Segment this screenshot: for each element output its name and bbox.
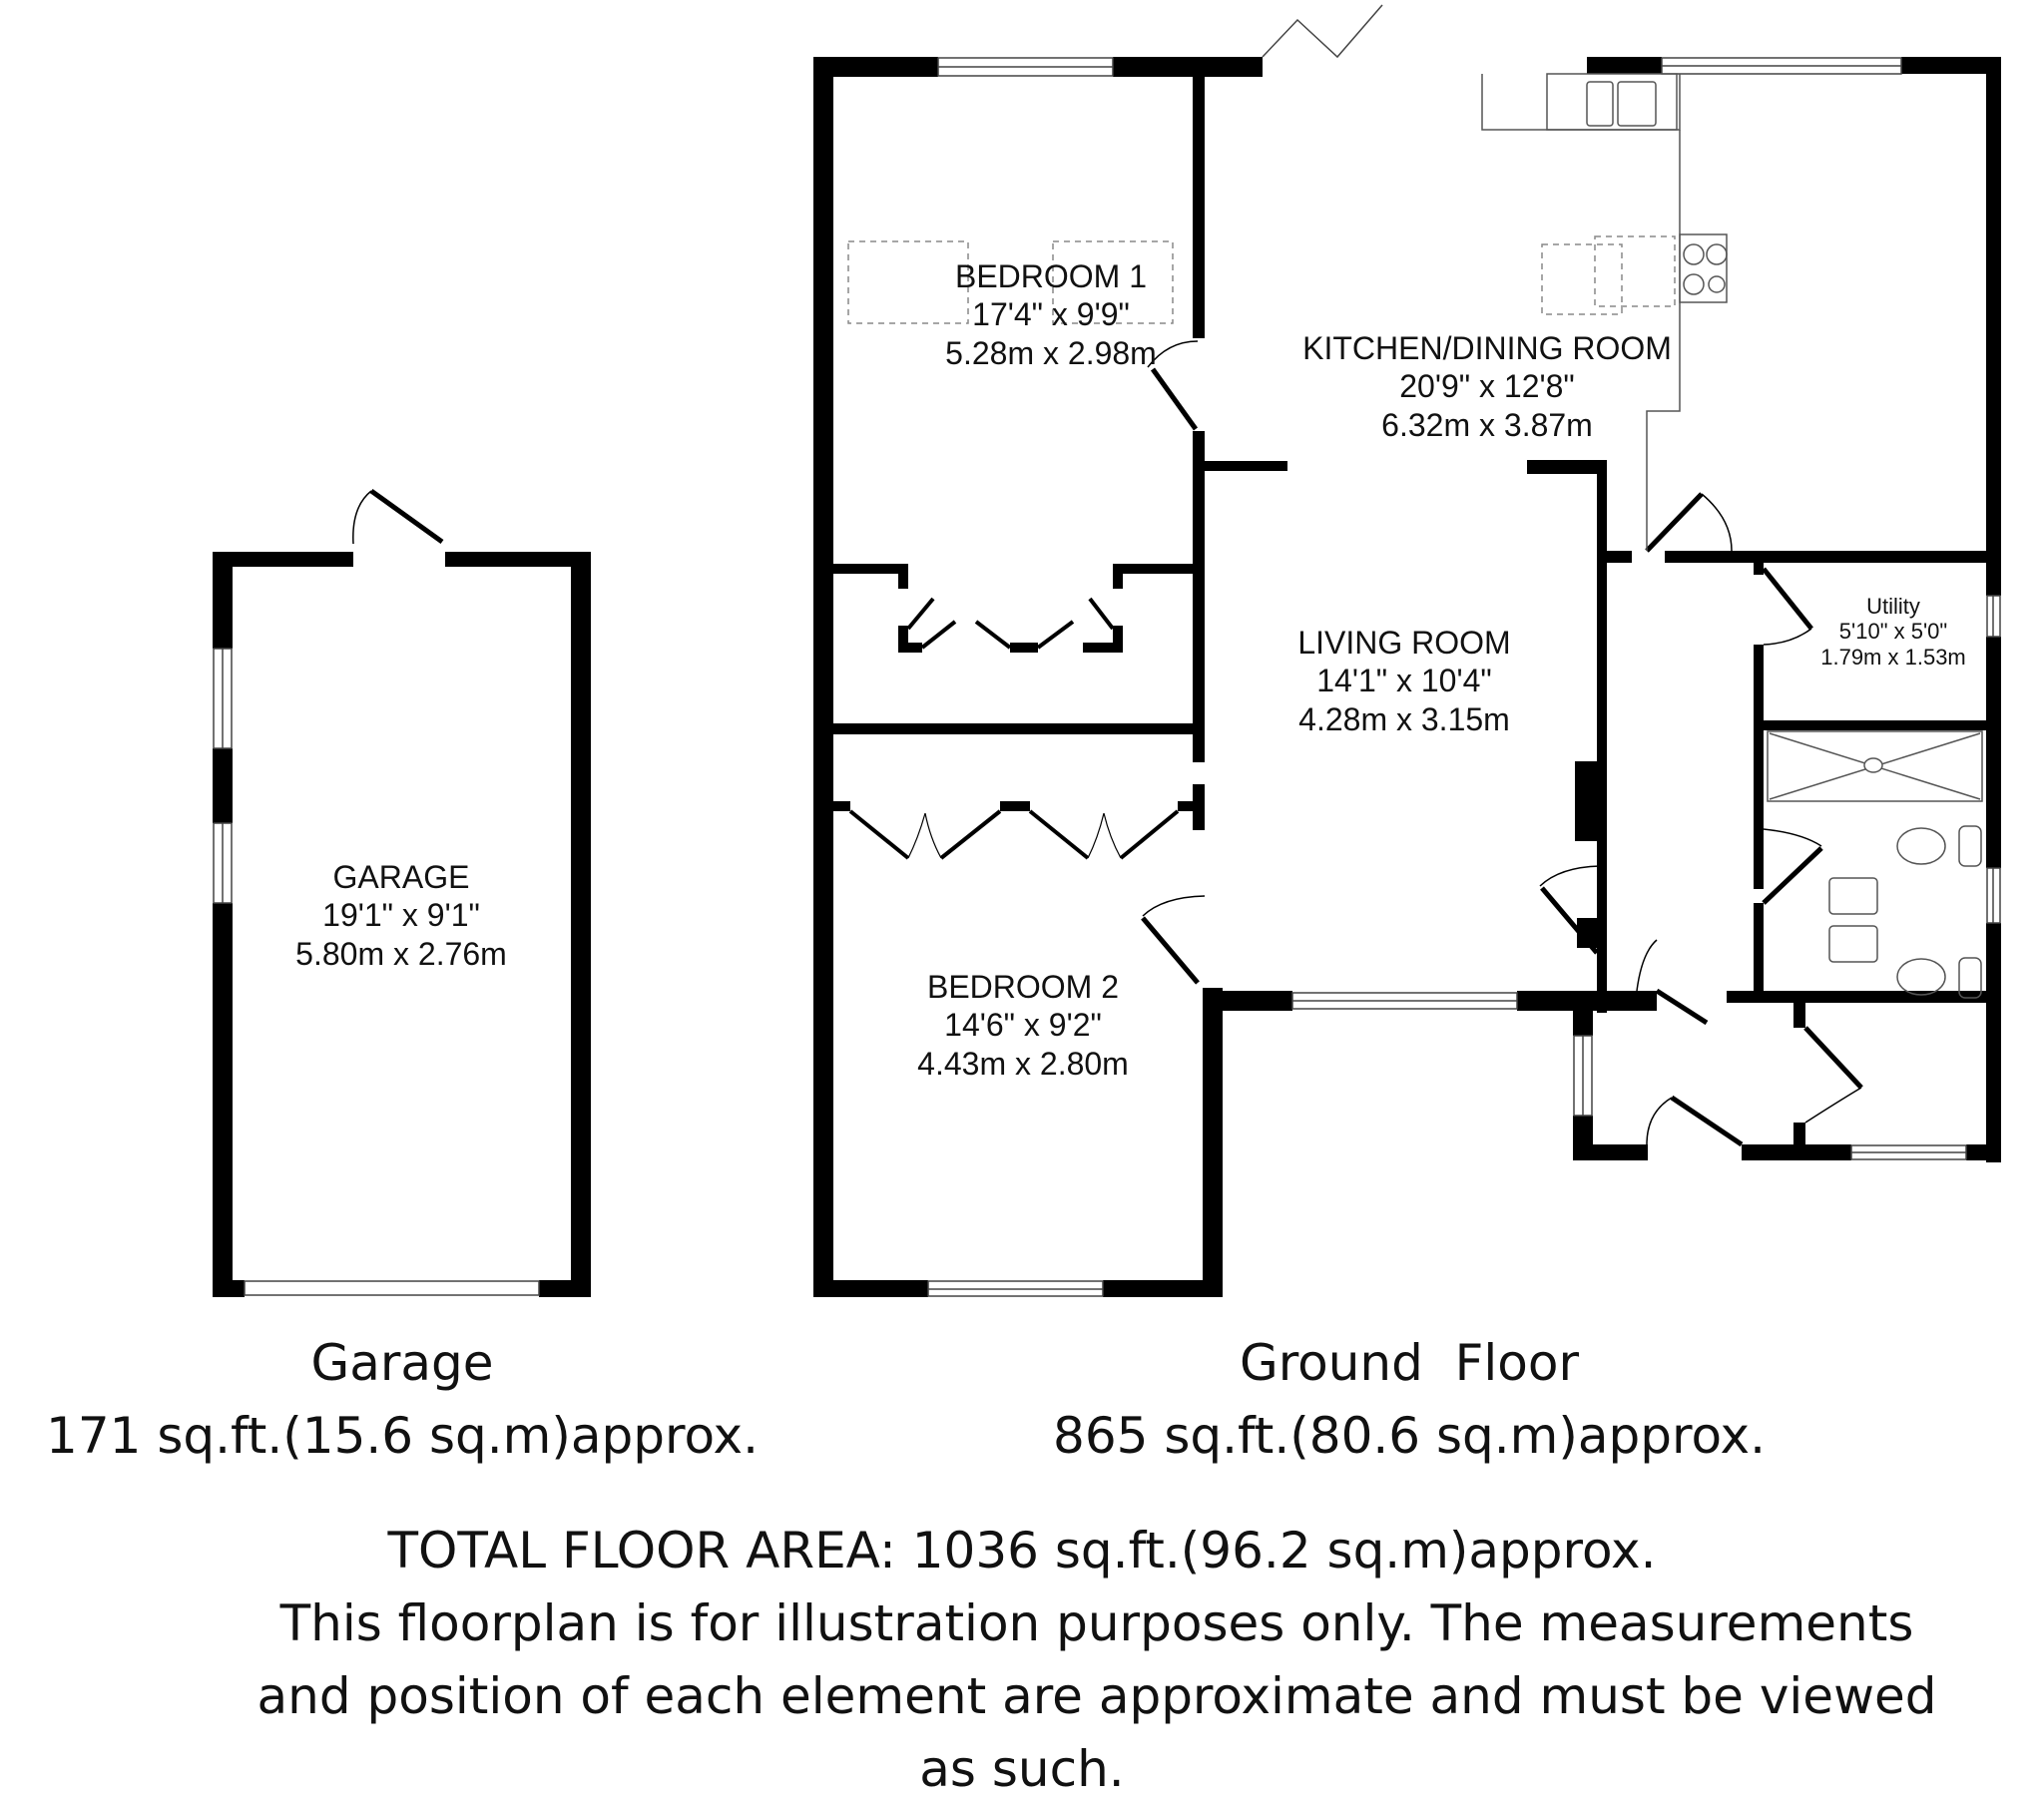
ground-floor-caption: Ground Floor 865 sq.ft.(80.6 sq.m)approx… xyxy=(1053,1327,1766,1472)
garage-plan xyxy=(213,488,591,1297)
ground-floor-windows xyxy=(927,57,2001,1297)
room-imperial: 5'10" x 5'0" xyxy=(1838,619,1948,645)
ground-floor-area: 865 sq.ft.(80.6 sq.m)approx. xyxy=(1053,1406,1766,1465)
room-name: LIVING ROOM xyxy=(1297,625,1511,661)
garage-door xyxy=(244,1280,540,1296)
room-label-living-room: LIVING ROOM 14'1" x 10'4" 4.28m x 3.15m xyxy=(1297,624,1510,738)
room-imperial: 14'1" x 10'4" xyxy=(1316,663,1492,699)
ground-floor-title: Ground Floor xyxy=(1239,1334,1580,1392)
room-label-bedroom-1: BEDROOM 1 17'4" x 9'9" 5.28m x 2.98m xyxy=(945,257,1157,372)
ground-floor-walls xyxy=(813,57,2001,1297)
garage-entry-door xyxy=(352,488,444,545)
garage-caption: Garage 171 sq.ft.(15.6 sq.m)approx. xyxy=(46,1327,759,1472)
garage-area: 171 sq.ft.(15.6 sq.m)approx. xyxy=(46,1406,759,1465)
room-label-bedroom-2: BEDROOM 2 14'6" x 9'2" 4.43m x 2.80m xyxy=(917,968,1129,1083)
room-metric: 1.79m x 1.53m xyxy=(1820,644,1966,670)
garage-title: Garage xyxy=(310,1334,494,1392)
room-metric: 4.28m x 3.15m xyxy=(1298,700,1510,737)
ground-floor-doors xyxy=(848,4,1863,1147)
room-name: GARAGE xyxy=(332,859,470,895)
room-imperial: 17'4" x 9'9" xyxy=(972,296,1130,333)
room-metric: 5.80m x 2.76m xyxy=(295,935,507,972)
room-label-utility: Utility 5'10" x 5'0" 1.79m x 1.53m xyxy=(1820,594,1966,670)
room-name: KITCHEN/DINING ROOM xyxy=(1302,330,1672,366)
total-floor-area: TOTAL FLOOR AREA: 1036 sq.ft.(96.2 sq.m)… xyxy=(387,1522,1657,1580)
bathroom-fixtures xyxy=(1767,730,1983,999)
room-metric: 5.28m x 2.98m xyxy=(945,334,1157,371)
room-imperial: 14'6" x 9'2" xyxy=(944,1007,1102,1044)
room-imperial: 19'1" x 9'1" xyxy=(322,897,480,934)
room-metric: 6.32m x 3.87m xyxy=(1381,406,1593,443)
room-metric: 4.43m x 2.80m xyxy=(917,1045,1129,1082)
room-name: BEDROOM 2 xyxy=(926,969,1120,1005)
room-name: Utility xyxy=(1866,594,1920,619)
disclaimer-line-2: and position of each element are approxi… xyxy=(256,1667,1937,1725)
room-imperial: 20'9" x 12'8" xyxy=(1399,368,1575,405)
disclaimer-line-3: as such. xyxy=(919,1740,1125,1798)
footer-notes: TOTAL FLOOR AREA: 1036 sq.ft.(96.2 sq.m)… xyxy=(74,1515,1970,1806)
garage-walls xyxy=(213,552,591,1297)
disclaimer-line-1: This floorplan is for illustration purpo… xyxy=(279,1594,1914,1652)
room-name: BEDROOM 1 xyxy=(954,258,1148,294)
room-label-kitchen-dining: KITCHEN/DINING ROOM 20'9" x 12'8" 6.32m … xyxy=(1302,329,1672,444)
garage-side-windows xyxy=(213,648,233,904)
room-label-garage: GARAGE 19'1" x 9'1" 5.80m x 2.76m xyxy=(295,858,507,973)
kitchen-fixtures xyxy=(847,73,1728,551)
ground-floor-plan xyxy=(813,4,2001,1297)
